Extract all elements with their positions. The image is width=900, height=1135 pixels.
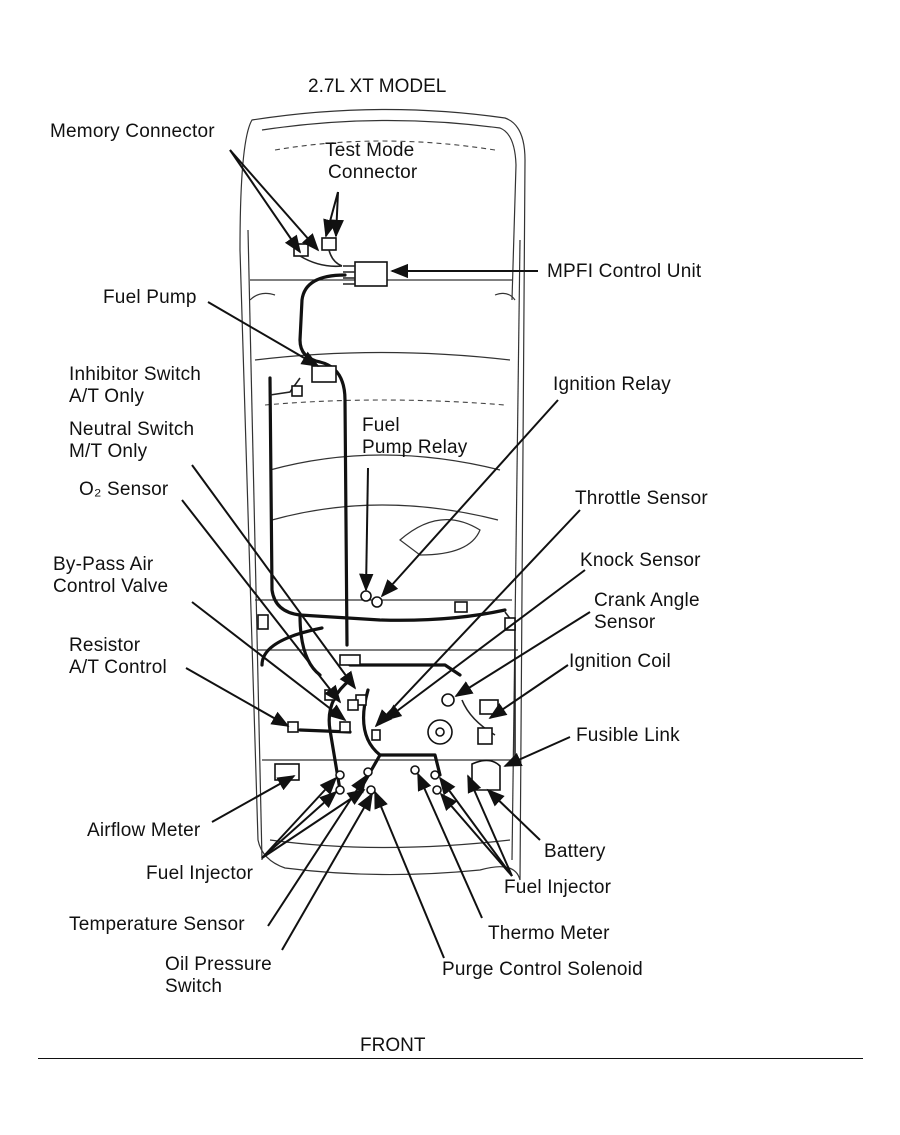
leader-fuel-pump-relay (359, 467, 374, 592)
label-knock-sensor: Knock Sensor (580, 550, 701, 571)
label-line: Test Mode (325, 140, 415, 161)
battery-body (471, 759, 501, 791)
label-test-mode-connector: Test Mode Connector (325, 140, 417, 184)
leader-lines (181, 149, 591, 959)
label-line: Fuel (362, 415, 400, 436)
mpfi-control-unit (354, 261, 388, 287)
ignition-relay-body (371, 596, 383, 608)
leader-bypass (191, 601, 347, 722)
airflow-meter-body (274, 763, 300, 781)
label-fuel-pump-relay: Fuel Pump Relay (362, 415, 468, 459)
o2-connector-body (454, 601, 468, 613)
fuse-box-body (479, 699, 499, 715)
leader-memory-1 (229, 149, 302, 254)
label-ignition-relay: Ignition Relay (553, 374, 671, 395)
label-fusible-link: Fusible Link (576, 725, 680, 746)
leader-fusible-link (503, 736, 571, 767)
leader-throttle (374, 509, 581, 728)
diagram-title: 2.7L XT MODEL (308, 76, 447, 97)
bypass-valve-body (257, 614, 269, 630)
label-fuel-injector-right: Fuel Injector (504, 877, 612, 898)
leader-injector-left-3 (261, 789, 366, 859)
leader-ignition-coil (488, 664, 569, 720)
label-neutral-switch: Neutral Switch M/T Only (69, 419, 194, 463)
leader-injector-right-2 (439, 792, 513, 877)
leader-resistor (185, 667, 290, 727)
leader-testmode-1 (323, 191, 339, 238)
label-oil-pressure-switch: Oil Pressure Switch (165, 954, 272, 998)
leader-neutral-switch (191, 464, 357, 690)
ignition-coil-body (477, 727, 493, 745)
label-line: Inhibitor Switch (69, 364, 202, 385)
leader-injector-right-3 (467, 774, 513, 877)
leader-knock (383, 569, 586, 722)
leader-crank-angle (454, 611, 591, 697)
label-o2-sensor: O₂ Sensor (79, 479, 169, 500)
leader-battery (486, 788, 541, 841)
resistor-body (287, 721, 299, 733)
leader-testmode-2 (329, 191, 344, 238)
label-line: Oil Pressure (165, 954, 272, 975)
label-line: M/T Only (69, 441, 148, 462)
label-battery: Battery (544, 841, 606, 862)
leader-oil-pressure (281, 792, 373, 951)
label-mpfi-control-unit: MPFI Control Unit (547, 261, 702, 282)
label-fuel-pump: Fuel Pump (103, 287, 197, 308)
label-thermo-meter: Thermo Meter (488, 923, 610, 944)
label-resistor: Resistor A/T Control (69, 635, 167, 679)
footer-front-label: FRONT (360, 1035, 426, 1056)
leader-airflow (211, 775, 296, 823)
label-line: A/T Only (69, 386, 145, 407)
label-line: Switch (165, 976, 223, 997)
label-fuel-injector-left: Fuel Injector (146, 863, 254, 884)
label-line: Connector (328, 162, 418, 183)
leader-purge (374, 790, 445, 959)
throttle-sensor-body (371, 729, 381, 741)
label-ignition-coil: Ignition Coil (569, 651, 671, 672)
label-line: Sensor (594, 612, 656, 633)
fuel-pump-body (311, 365, 337, 383)
leader-injector-left-2 (261, 790, 338, 859)
label-crank-angle-sensor: Crank Angle Sensor (594, 590, 700, 634)
label-line: Pump Relay (362, 437, 468, 458)
label-airflow-meter: Airflow Meter (87, 820, 201, 841)
test-mode-connector-body (321, 237, 337, 251)
leader-thermo-meter (417, 772, 483, 919)
footer-rule (38, 1058, 863, 1059)
leader-temperature (267, 774, 367, 927)
label-line: Resistor (69, 635, 141, 656)
leader-fuel-pump (207, 301, 320, 367)
crank-angle-body (441, 693, 455, 707)
inhibitor-switch-body (291, 385, 303, 397)
label-inhibitor-switch: Inhibitor Switch A/T Only (69, 364, 201, 408)
label-line: A/T Control (69, 657, 167, 678)
leader-memory-2 (229, 149, 320, 252)
label-line: Neutral Switch (69, 419, 195, 440)
fuel-pump-relay-body (360, 590, 372, 602)
label-memory-connector: Memory Connector (50, 121, 215, 142)
label-bypass-air-control-valve: By-Pass Air Control Valve (53, 554, 168, 598)
label-line: Crank Angle (594, 590, 700, 611)
label-line: Control Valve (53, 576, 169, 597)
label-temperature-sensor: Temperature Sensor (69, 914, 245, 935)
label-throttle-sensor: Throttle Sensor (575, 488, 708, 509)
components (257, 237, 516, 795)
leader-ignition-relay (380, 399, 559, 598)
side-connector-body (504, 617, 516, 631)
label-line: By-Pass Air (53, 554, 154, 575)
label-purge-control-solenoid: Purge Control Solenoid (442, 959, 643, 980)
junction-box (339, 654, 361, 666)
leader-o2-sensor (181, 499, 342, 704)
